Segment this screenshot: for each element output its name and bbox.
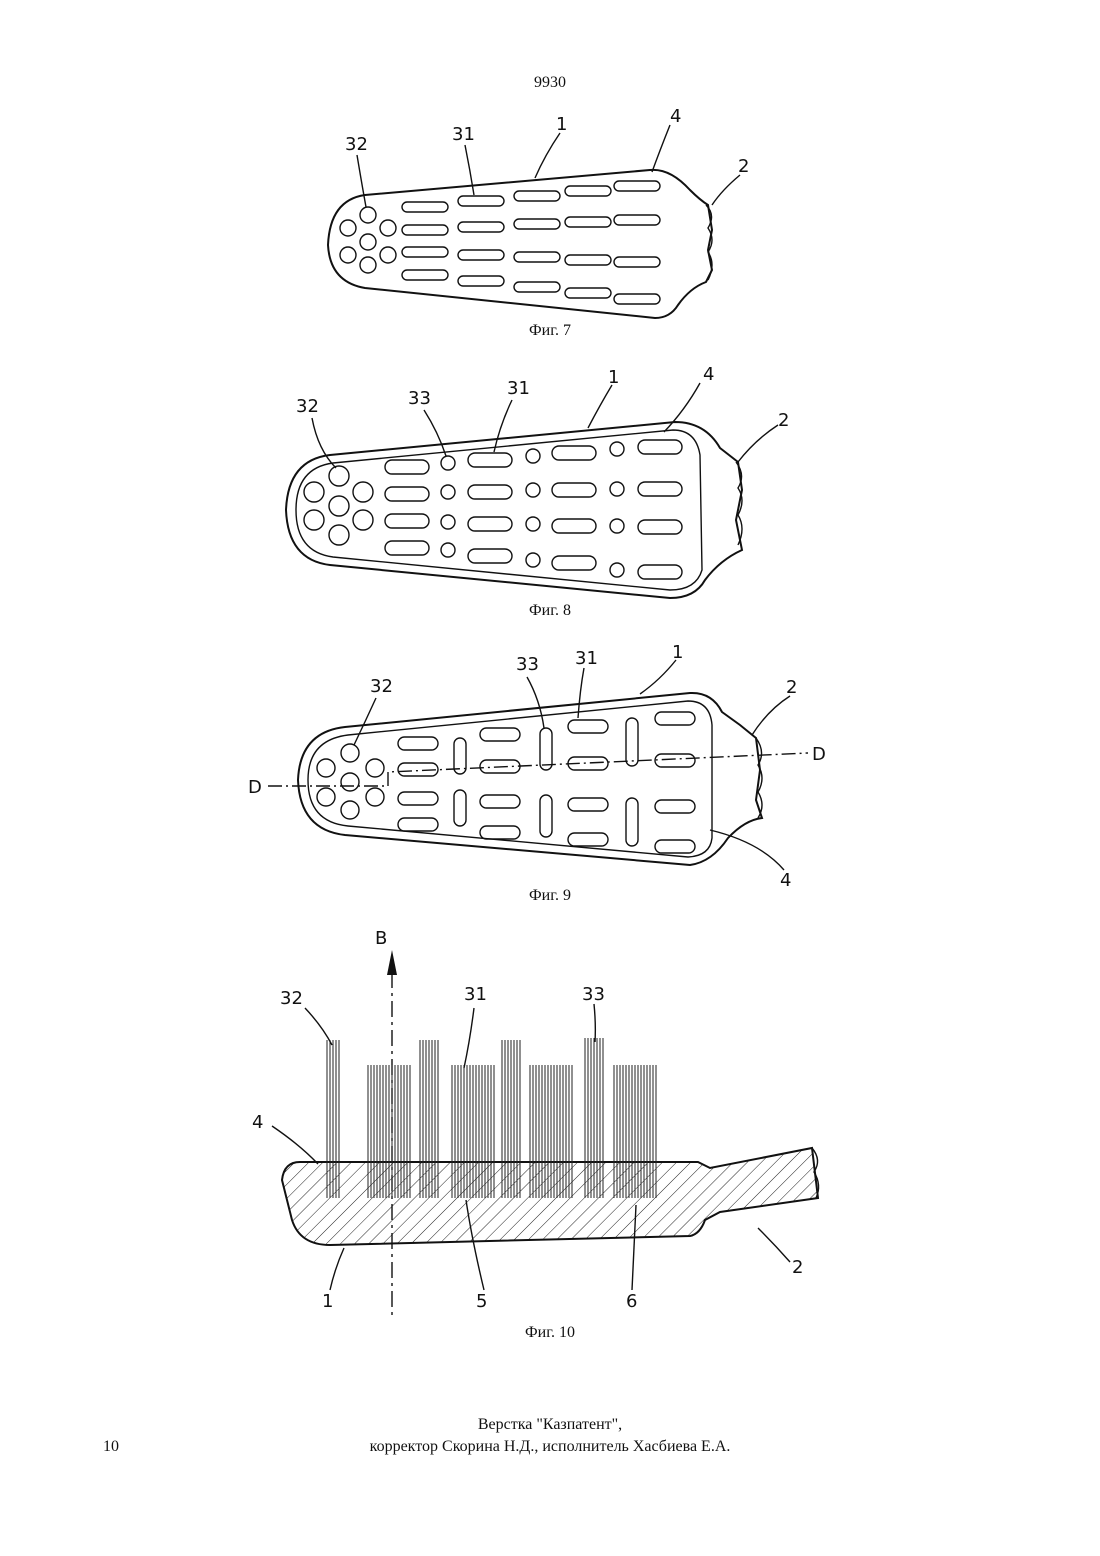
fig7-label-31: 31 [452,124,475,145]
fig8-label-31: 31 [507,378,530,399]
fig10-label-1: 1 [322,1291,333,1312]
fig9-label-d-left: D [248,777,262,798]
figure-8-toothbrush-head-top-view: 32 33 31 1 4 2 [0,370,1100,610]
fig9-label-33: 33 [516,654,539,675]
fig10-arrow-b [387,950,397,975]
fig7-head-outline [328,170,712,318]
fig8-label-33: 33 [408,388,431,409]
fig10-leader-lines [272,1004,790,1290]
fig8-label-4: 4 [703,364,714,385]
fig10-head-section [282,1148,818,1245]
fig7-label-32: 32 [345,134,368,155]
fig9-caption: Фиг. 9 [0,887,1100,905]
fig7-leader-lines [357,125,740,207]
fig8-leader-lines [312,383,778,468]
fig9-slot-holes-vertical [454,718,638,846]
fig10-label-4: 4 [252,1112,263,1133]
figure-10-toothbrush-section-view: B 32 31 33 4 1 5 6 2 [0,920,1100,1320]
fig8-slot-holes [385,440,682,579]
fig9-slot-holes-horizontal [398,712,695,853]
fig9-head-outline [298,693,762,865]
fig10-label-2: 2 [792,1257,803,1278]
page-number: 9930 [0,74,1100,92]
fig9-label-2: 2 [786,677,797,698]
fig9-section-line-d [268,753,808,786]
fig8-label-2: 2 [778,410,789,431]
fig9-label-d-right: D [812,744,826,765]
figure-7-toothbrush-head-top-view: 32 31 1 4 2 [0,100,1100,330]
fig10-label-31: 31 [464,984,487,1005]
fig8-label-1: 1 [608,367,619,388]
fig9-label-31: 31 [575,648,598,669]
fig10-label-6: 6 [626,1291,637,1312]
fig8-round-holes-large [304,466,373,545]
fig8-label-32: 32 [296,396,319,417]
fig9-label-32: 32 [370,676,393,697]
fig10-caption: Фиг. 10 [0,1324,1100,1342]
fig7-label-2: 2 [738,156,749,177]
fig7-round-holes [340,207,396,273]
fig8-caption: Фиг. 8 [0,602,1100,620]
fig9-label-1: 1 [672,642,683,663]
fig10-label-33: 33 [582,984,605,1005]
fig7-slot-holes [402,181,660,304]
fig8-head-outline [286,422,742,598]
footer-line-2: корректор Скорина Н.Д., исполнитель Хасб… [0,1438,1100,1456]
fig10-label-b: B [375,928,387,949]
fig10-label-32: 32 [280,988,303,1009]
fig7-label-4: 4 [670,106,681,127]
fig7-label-1: 1 [556,114,567,135]
fig9-round-holes [317,744,384,819]
fig7-caption: Фиг. 7 [0,322,1100,340]
footer-line-1: Верстка "Казпатент", [0,1416,1100,1434]
fig10-label-5: 5 [476,1291,487,1312]
fig9-leader-lines [354,660,790,870]
figure-9-toothbrush-head-top-view: 32 33 31 1 2 D D 4 [0,640,1100,890]
sheet-number: 10 [103,1438,119,1456]
